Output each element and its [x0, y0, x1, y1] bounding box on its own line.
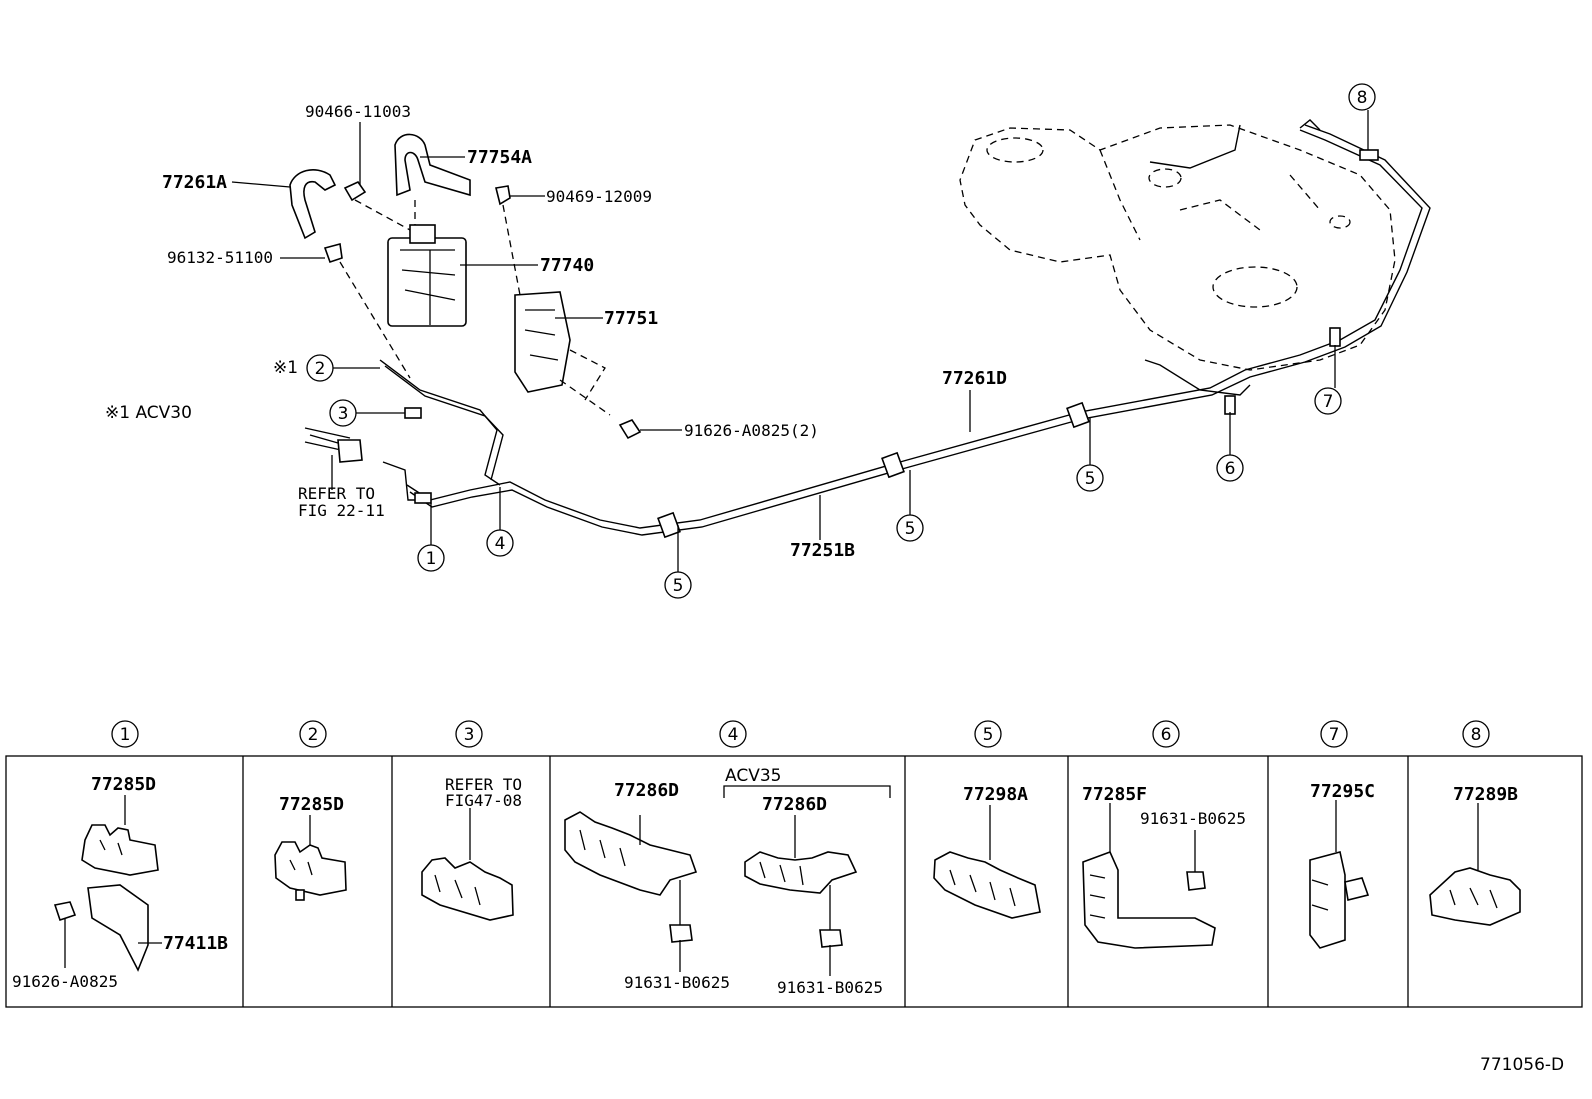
callout-4: 4	[486, 529, 514, 557]
label-91626-A0825-2: 91626-A0825(2)	[684, 421, 819, 440]
label-96132-51100: 96132-51100	[167, 248, 273, 267]
svg-text:3: 3	[464, 725, 475, 745]
label-90466-11003: 90466-11003	[305, 102, 411, 121]
svg-text:8: 8	[1357, 88, 1368, 108]
cell-7-top-label: 77295C	[1310, 781, 1375, 802]
svg-text:2: 2	[315, 359, 326, 379]
cell-1-top-label: 77285D	[91, 774, 156, 795]
cell-4-left-bolt-label: 91631-B0625	[624, 973, 730, 992]
refer-text-line2: FIG 22-11	[298, 501, 385, 520]
svg-text:5: 5	[1085, 469, 1096, 489]
svg-text:4: 4	[495, 534, 506, 554]
cell-3-refer-line2: FIG47-08	[445, 791, 522, 810]
table-header-1: 1	[111, 720, 139, 748]
table-header-2: 2	[299, 720, 327, 748]
cell-5-top-label: 77298A	[963, 784, 1028, 805]
cell-1-bolt-label: 91626-A0825	[12, 972, 118, 991]
callout-8: 8	[1348, 83, 1376, 111]
cell-2-top-label: 77285D	[279, 794, 344, 815]
cell-4-right-bolt-label: 91631-B0625	[777, 978, 883, 997]
table-header-5: 5	[974, 720, 1002, 748]
svg-text:7: 7	[1329, 725, 1340, 745]
label-77740: 77740	[540, 255, 594, 276]
label-77251B: 77251B	[790, 540, 855, 561]
callout-7: 7	[1314, 387, 1342, 415]
table-header-4: 4	[719, 720, 747, 748]
svg-text:5: 5	[983, 725, 994, 745]
note-text: ※1 ACV30	[105, 403, 192, 423]
callout-2: 2	[306, 354, 334, 382]
cell-8-parts	[1429, 803, 1521, 926]
cell-6-bolt-label: 91631-B0625	[1140, 809, 1246, 828]
cell-1-side-label: 77411B	[163, 933, 228, 954]
svg-text:6: 6	[1161, 725, 1172, 745]
cell-3-parts	[421, 808, 514, 921]
cell-4-variant-label: ACV35	[725, 766, 781, 786]
fuel-tubes	[304, 119, 1431, 539]
cell-3-refer-line1: REFER TO	[445, 775, 522, 794]
svg-text:5: 5	[673, 576, 684, 596]
fuel-tank	[959, 124, 1396, 371]
label-90469-12009: 90469-12009	[546, 187, 652, 206]
cell-8-top-label: 77289B	[1453, 784, 1518, 805]
callout-6: 6	[1216, 454, 1244, 482]
table-header-3: 3	[455, 720, 483, 748]
svg-text:1: 1	[426, 549, 437, 569]
figure-id: 771056-D	[1480, 1055, 1564, 1075]
cell-1-parts	[53, 795, 162, 972]
cell-5-parts	[933, 805, 1041, 919]
cell-7-parts	[1309, 800, 1370, 949]
svg-text:2: 2	[308, 725, 319, 745]
clamp-table	[5, 755, 1583, 1008]
svg-text:8: 8	[1471, 725, 1482, 745]
cell-4-left-top-label: 77286D	[614, 780, 679, 801]
svg-text:4: 4	[728, 725, 739, 745]
table-header-7: 7	[1320, 720, 1348, 748]
callout-5c: 5	[1076, 464, 1104, 492]
cell-4-parts	[564, 785, 891, 976]
cell-6-parts	[1082, 803, 1216, 949]
svg-text:5: 5	[905, 519, 916, 539]
label-77261A: 77261A	[162, 172, 227, 193]
label-77751: 77751	[604, 308, 658, 329]
table-header-8: 8	[1462, 720, 1490, 748]
callout-5a: 5	[664, 571, 692, 599]
callout-5b: 5	[896, 514, 924, 542]
cell-6-top-label: 77285F	[1082, 784, 1147, 805]
refer-text-line1: REFER TO	[298, 484, 375, 503]
label-77754A: 77754A	[467, 147, 532, 168]
table-header-6: 6	[1152, 720, 1180, 748]
svg-text:3: 3	[338, 404, 349, 424]
label-leaders	[231, 110, 1369, 572]
cell-4-right-top-label: 77286D	[762, 794, 827, 815]
svg-text:1: 1	[120, 725, 131, 745]
note-mark: ※1	[273, 358, 298, 378]
svg-text:6: 6	[1225, 459, 1236, 479]
label-77261D: 77261D	[942, 368, 1007, 389]
svg-text:7: 7	[1323, 392, 1334, 412]
canister-assembly	[289, 133, 642, 463]
callout-3: 3	[329, 399, 357, 427]
cell-2-parts	[274, 815, 347, 901]
callout-1: 1	[417, 544, 445, 572]
